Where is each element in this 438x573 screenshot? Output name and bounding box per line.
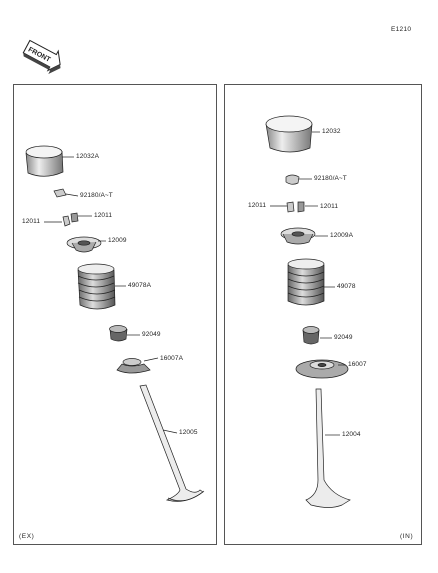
ex-label-retainer: 12009 [108,237,127,244]
ex-label-spring-seat: 16007A [160,355,184,362]
ex-seal [109,325,140,342]
ex-cotter-left [44,215,71,227]
in-label-cotter-left: 12011 [248,202,267,209]
in-tappet [265,115,320,153]
ex-valve [139,384,205,502]
ex-label-shim: 92180/A~T [80,192,113,199]
in-cotter-left [270,201,295,213]
in-label-retainer: 12009A [330,232,354,239]
in-label-spring-seat: 16007 [348,361,367,368]
in-label-tappet: 12032 [322,128,341,135]
ex-label-cotter-right: 12011 [94,212,113,219]
intake-tag: (IN) [400,533,414,540]
in-valve [305,388,351,508]
in-label-valve: 12004 [342,431,361,438]
in-label-shim: 92180/A~T [314,175,347,182]
ex-label-seal: 92049 [142,331,161,338]
ex-label-cotter-left: 12011 [22,218,41,225]
front-arrow-icon: FRONT [22,39,61,74]
ex-label-valve: 12005 [179,429,198,436]
exhaust-panel [13,84,217,545]
in-retainer [280,227,328,245]
ex-retainer [66,236,106,253]
ex-tappet [25,145,74,177]
ex-spring [77,263,126,310]
in-cotter-right [297,201,318,213]
in-shim [285,174,312,185]
exhaust-tag: (EX) [19,533,35,540]
in-spring [287,258,335,306]
ex-spring-seat [116,357,159,374]
in-label-seal: 92049 [334,334,353,341]
diagram-code: E1210 [391,26,412,33]
in-label-cotter-right: 12011 [320,203,339,210]
ex-cotter-right [70,212,92,223]
in-seal [302,326,332,345]
ex-shim [53,188,79,198]
ex-label-tappet: 12032A [76,153,100,160]
ex-label-spring: 49078A [128,282,152,289]
in-spring-seat [295,359,349,379]
intake-panel [224,84,422,545]
in-label-spring: 49078 [337,283,356,290]
